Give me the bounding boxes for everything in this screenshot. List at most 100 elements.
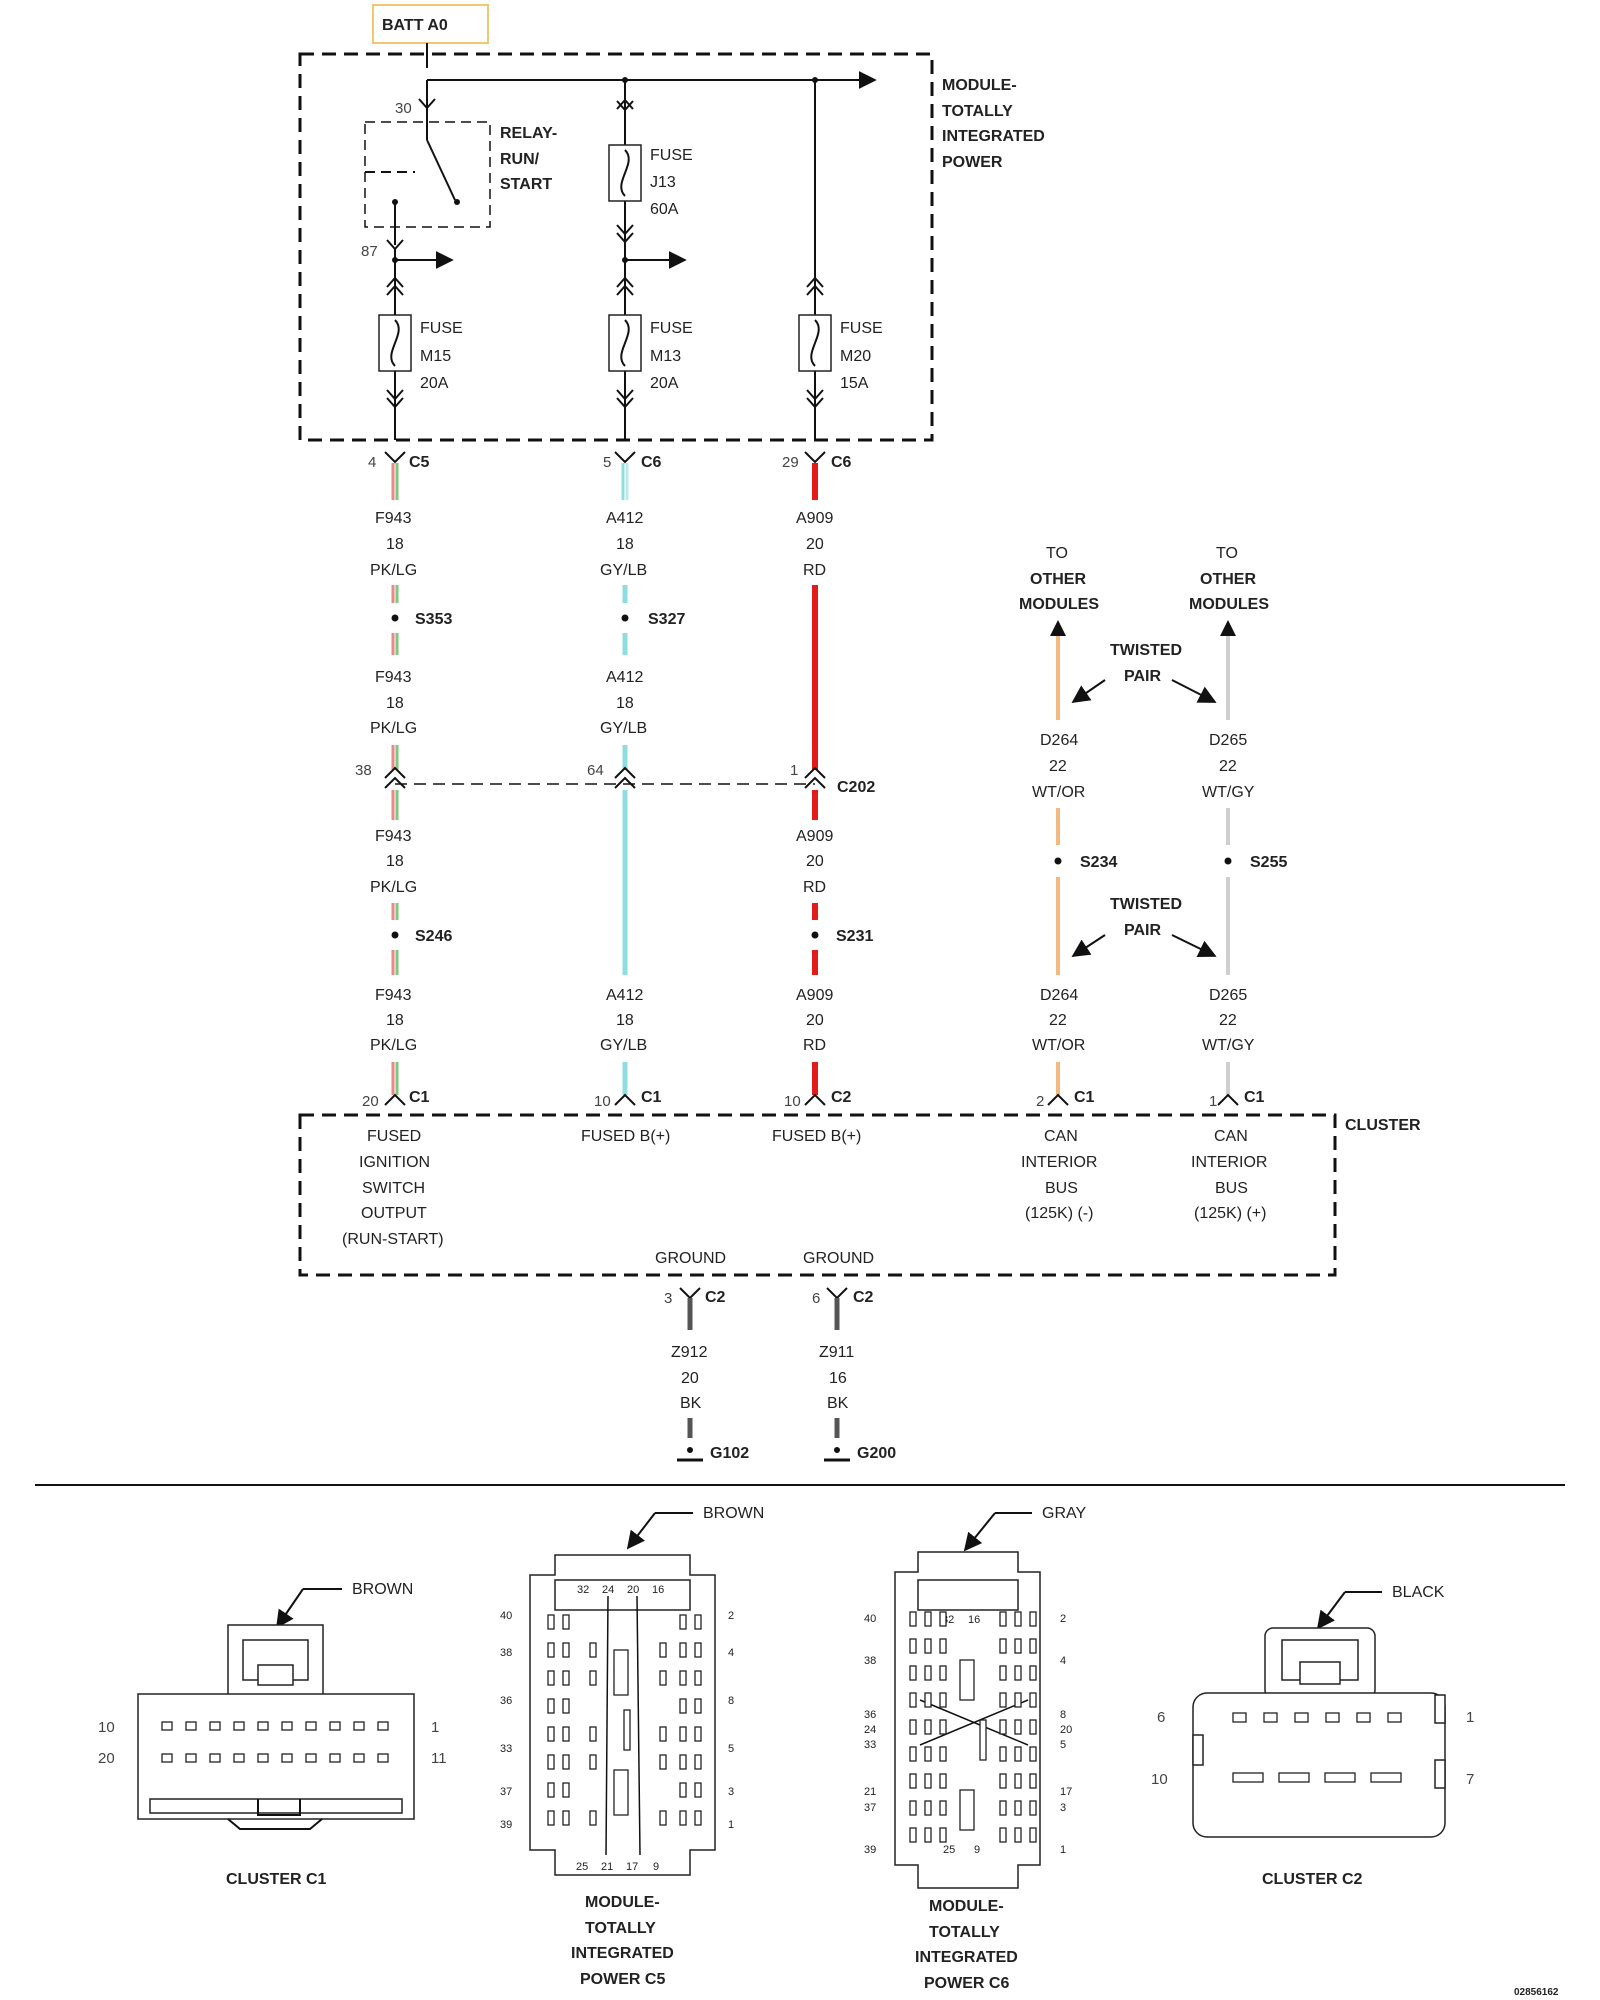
c6-title-2: TOTALLY (929, 1924, 1000, 1941)
c6-cavity (1029, 1746, 1037, 1762)
c5-color-label: BROWN (703, 1505, 764, 1522)
c1-pin-11: 11 (431, 1750, 447, 1767)
c6-cavity (939, 1611, 947, 1627)
wire-f943-gauge-4: 18 (386, 1012, 404, 1029)
wire-a412-gauge-3: 18 (616, 1012, 634, 1029)
c1-cavity (209, 1753, 221, 1763)
c1-cavity (281, 1721, 293, 1731)
c6-color-label: GRAY (1042, 1505, 1086, 1522)
pin-c202-1: 1 (790, 762, 798, 779)
c5-cavity (589, 1754, 597, 1770)
wire-a412-id-3: A412 (606, 987, 643, 1004)
c1-cavity (185, 1753, 197, 1763)
c6-cavity (924, 1800, 932, 1816)
pin-c5-4: 4 (368, 454, 376, 471)
wire-d265-id-2: D265 (1209, 987, 1247, 1004)
c5-left-36: 36 (500, 1695, 512, 1707)
wire-z911-color: BK (827, 1395, 849, 1412)
c6-large-cavity (959, 1659, 975, 1701)
c5-bottom-21: 21 (601, 1861, 613, 1873)
c6-cavity (924, 1611, 932, 1627)
conn-cluster-c1-c: C1 (1074, 1089, 1095, 1106)
cluster-d265-4: (125K) (+) (1194, 1205, 1266, 1222)
wire-d264-gauge-2: 22 (1049, 1012, 1067, 1029)
splice-s231: S231 (836, 928, 873, 945)
cluster-f943-5: (RUN-START) (342, 1231, 444, 1248)
c6-right-5: 5 (1060, 1739, 1066, 1751)
wire-d264-id-2: D264 (1040, 987, 1078, 1004)
c6-cavity (999, 1827, 1007, 1843)
c5-cavity (679, 1782, 687, 1798)
c5-cavity (659, 1754, 667, 1770)
c2-cavity (1370, 1772, 1402, 1783)
c5-cavity (589, 1670, 597, 1686)
conn-c6-a: C6 (641, 454, 662, 471)
c6-cavity (939, 1719, 947, 1735)
c6-title-3: INTEGRATED (915, 1949, 1018, 1966)
cluster-d264-4: (125K) (-) (1025, 1205, 1093, 1222)
c5-right-2: 2 (728, 1610, 734, 1622)
c1-cavity (377, 1721, 389, 1731)
conn-cluster-c1-b: C1 (641, 1089, 662, 1106)
c6-cavity (1029, 1773, 1037, 1789)
wire-a412-color-2: GY/LB (600, 720, 647, 737)
c6-cavity (939, 1800, 947, 1816)
cluster-f943-1: FUSED (367, 1128, 421, 1145)
c5-cavities (547, 1614, 702, 1826)
c5-cavity (547, 1614, 555, 1630)
c2-cavity (1325, 1712, 1340, 1723)
wire-f943-color-2: PK/LG (370, 720, 417, 737)
conn-c6-b: C6 (831, 454, 852, 471)
pin-c202-64: 64 (587, 762, 604, 779)
ground-g200: G200 (857, 1445, 896, 1462)
c6-cavity (1014, 1719, 1022, 1735)
c2-cavity (1387, 1712, 1402, 1723)
d265-to-2: OTHER (1200, 571, 1256, 588)
fuse-m20-l3: 15A (840, 375, 869, 392)
c6-cavity (1014, 1692, 1022, 1708)
c6-cavity (1029, 1611, 1037, 1627)
c6-cavity (924, 1638, 932, 1654)
tipm-title-3: INTEGRATED (942, 128, 1045, 145)
wire-a909-gauge-2: 20 (806, 853, 824, 870)
wire-a412-id-1: A412 (606, 510, 643, 527)
c1-cavity (329, 1721, 341, 1731)
c2-cavity (1294, 1712, 1309, 1723)
tipm-title-2: TOTALLY (942, 103, 1013, 120)
twisted-pair-top: TWISTED PAIR (1071, 642, 1217, 704)
c6-cavity (1014, 1800, 1022, 1816)
fuse-m13-l1: FUSE (650, 320, 693, 337)
c5-right-8: 8 (728, 1695, 734, 1707)
twisted-pair-top-2: PAIR (1124, 668, 1161, 685)
c1-cavity (377, 1753, 389, 1763)
c6-cavity (939, 1638, 947, 1654)
c6-cavity (924, 1719, 932, 1735)
c5-cavity (562, 1614, 570, 1630)
twisted-pair-bottom-2: PAIR (1124, 922, 1161, 939)
twisted-pair-bottom: TWISTED PAIR (1071, 896, 1217, 957)
c1-color-label: BROWN (352, 1581, 413, 1598)
circuit-f943: 4 C5 F943 18 PK/LG S353 F943 18 PK/LG 38… (355, 451, 452, 1110)
c5-cavity (562, 1754, 570, 1770)
tipm-module: MODULE- TOTALLY INTEGRATED POWER 30 RELA… (298, 43, 1045, 442)
conn-c5: C5 (409, 454, 430, 471)
c5-cavity (547, 1670, 555, 1686)
cluster-d264-3: BUS (1045, 1180, 1078, 1197)
wire-f943-color-1: PK/LG (370, 562, 417, 579)
d264-to-3: MODULES (1019, 596, 1099, 613)
fuse-j13-l2: J13 (650, 174, 676, 191)
circuit-d265: TO OTHER MODULES D265 22 WT/GY S255 D265… (1189, 545, 1287, 1110)
ground-conn-c2-a: C2 (705, 1289, 726, 1306)
wire-z911-gauge: 16 (829, 1370, 847, 1387)
cluster-f943-4: OUTPUT (361, 1205, 427, 1222)
fuse-m15-l3: 20A (420, 375, 449, 392)
c6-top-16: 16 (968, 1614, 980, 1626)
c6-cavity (1029, 1692, 1037, 1708)
wire-a412-gauge-1: 18 (616, 536, 634, 553)
c2-cavities (1232, 1712, 1402, 1783)
connector-view-tipm-c6: GRAY 32 16 40 38 36 24 33 21 37 39 2 4 8… (864, 1505, 1086, 1992)
c1-cavity (305, 1721, 317, 1731)
c5-cavity (562, 1726, 570, 1742)
c1-cavities (161, 1721, 389, 1763)
ground-z911: 6 C2 Z911 16 BK G200 (812, 1287, 896, 1462)
